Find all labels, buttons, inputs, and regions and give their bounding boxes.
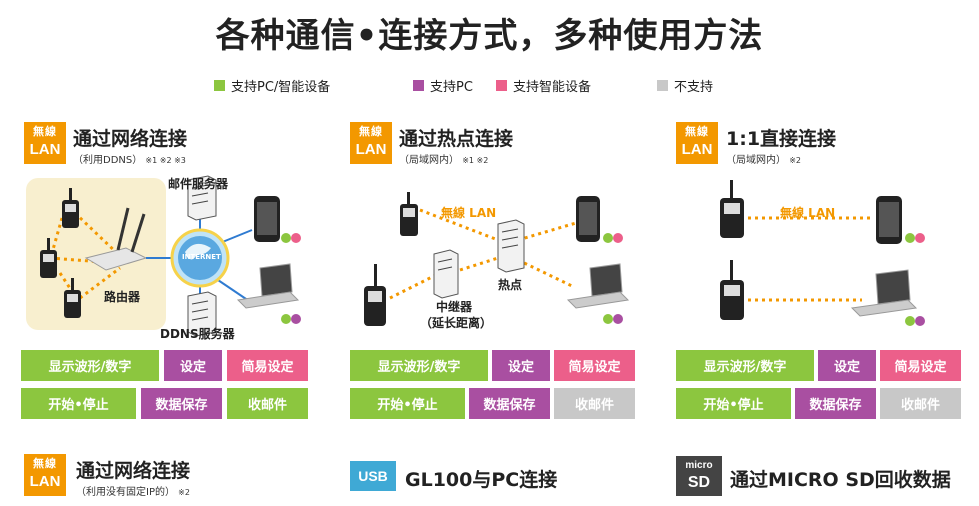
data-logger-icon — [720, 260, 744, 320]
internet-label: INTERNET — [182, 253, 221, 261]
legend-item-pc-smart: 支持PC/智能设备 — [214, 76, 330, 95]
globe-icon — [170, 228, 230, 288]
hotspot-diagram — [364, 192, 630, 326]
feature-data-save: 数据保存 — [141, 388, 222, 419]
legend-swatch — [413, 80, 424, 91]
laptop-icon — [236, 263, 300, 309]
mail-server-label: 邮件服务器 — [168, 177, 229, 191]
smartphone-icon — [254, 196, 280, 242]
usb-badge: USB — [350, 461, 396, 491]
legend-swatch — [214, 80, 225, 91]
relay-icon — [433, 249, 459, 299]
home-area — [26, 178, 166, 330]
wireless-lan-label: 無線 LAN — [441, 206, 497, 220]
router-icon — [84, 207, 148, 271]
server-icon — [187, 291, 217, 337]
section-subtitle: （局域网内） ※1 ※2 — [399, 155, 489, 166]
feature-receive-mail: 收邮件 — [880, 388, 961, 419]
data-logger-icon — [64, 278, 81, 318]
data-logger-icon — [364, 264, 386, 326]
feature-settings: 设定 — [492, 350, 550, 381]
feature-start-stop: 开始•停止 — [21, 388, 136, 419]
feature-receive-mail: 收邮件 — [227, 388, 308, 419]
feature-start-stop: 开始•停止 — [676, 388, 791, 419]
ddns-server-label: DDNS服务器 — [160, 327, 235, 341]
network-diagram — [26, 175, 301, 337]
feature-display-waveform: 显示波形/数字 — [350, 350, 488, 381]
feature-data-save: 数据保存 — [469, 388, 550, 419]
legend-item-smart: 支持智能设备 — [496, 76, 591, 95]
legend-swatch — [496, 80, 507, 91]
feature-easy-settings: 简易设定 — [880, 350, 961, 381]
laptop-icon — [566, 263, 630, 309]
feature-easy-settings: 简易设定 — [227, 350, 308, 381]
hotspot-label: 热点 — [498, 278, 523, 292]
relay-sublabel: （延长距离） — [420, 316, 493, 330]
feature-settings: 设定 — [164, 350, 222, 381]
data-logger-icon — [62, 188, 79, 228]
router-label: 路由器 — [104, 290, 141, 304]
direct-diagram — [720, 180, 925, 326]
legend-item-pc: 支持PC — [413, 76, 473, 95]
feature-data-save: 数据保存 — [795, 388, 876, 419]
section-subtitle: （利用没有固定IP的） ※2 — [76, 487, 190, 498]
server-icon — [187, 175, 217, 221]
wireless-lan-label: 無線 LAN — [780, 206, 836, 220]
data-logger-icon — [400, 192, 418, 236]
usb-title: GL100与PC连接 — [405, 469, 558, 491]
section-title: 通过网络连接 — [76, 460, 191, 482]
feature-settings: 设定 — [818, 350, 876, 381]
section-title: 通过热点连接 — [399, 128, 514, 150]
microsd-title: 通过MICRO SD回收数据 — [730, 469, 951, 491]
legend-item-unsupported: 不支持 — [657, 76, 713, 95]
section-subtitle: （利用DDNS） ※1 ※2 ※3 — [73, 155, 186, 166]
section-title: 通过网络连接 — [73, 128, 188, 150]
legend: 支持PC/智能设备 支持PC 支持智能设备 不支持 — [0, 76, 979, 96]
legend-swatch — [657, 80, 668, 91]
feature-display-waveform: 显示波形/数字 — [676, 350, 814, 381]
hotspot-icon — [497, 219, 525, 273]
section-subtitle: （局域网内） ※2 — [726, 155, 801, 166]
data-logger-icon — [720, 180, 744, 238]
feature-easy-settings: 简易设定 — [554, 350, 635, 381]
data-logger-icon — [40, 238, 57, 278]
section-title: 1:1直接连接 — [726, 128, 837, 150]
smartphone-icon — [876, 196, 902, 244]
feature-receive-mail: 收邮件 — [554, 388, 635, 419]
page-title: 各种通信•连接方式，多种使用方法 — [215, 16, 764, 56]
laptop-icon — [850, 269, 918, 317]
feature-start-stop: 开始•停止 — [350, 388, 465, 419]
smartphone-icon — [576, 196, 600, 242]
feature-display-waveform: 显示波形/数字 — [21, 350, 159, 381]
relay-label: 中继器 — [436, 300, 473, 314]
